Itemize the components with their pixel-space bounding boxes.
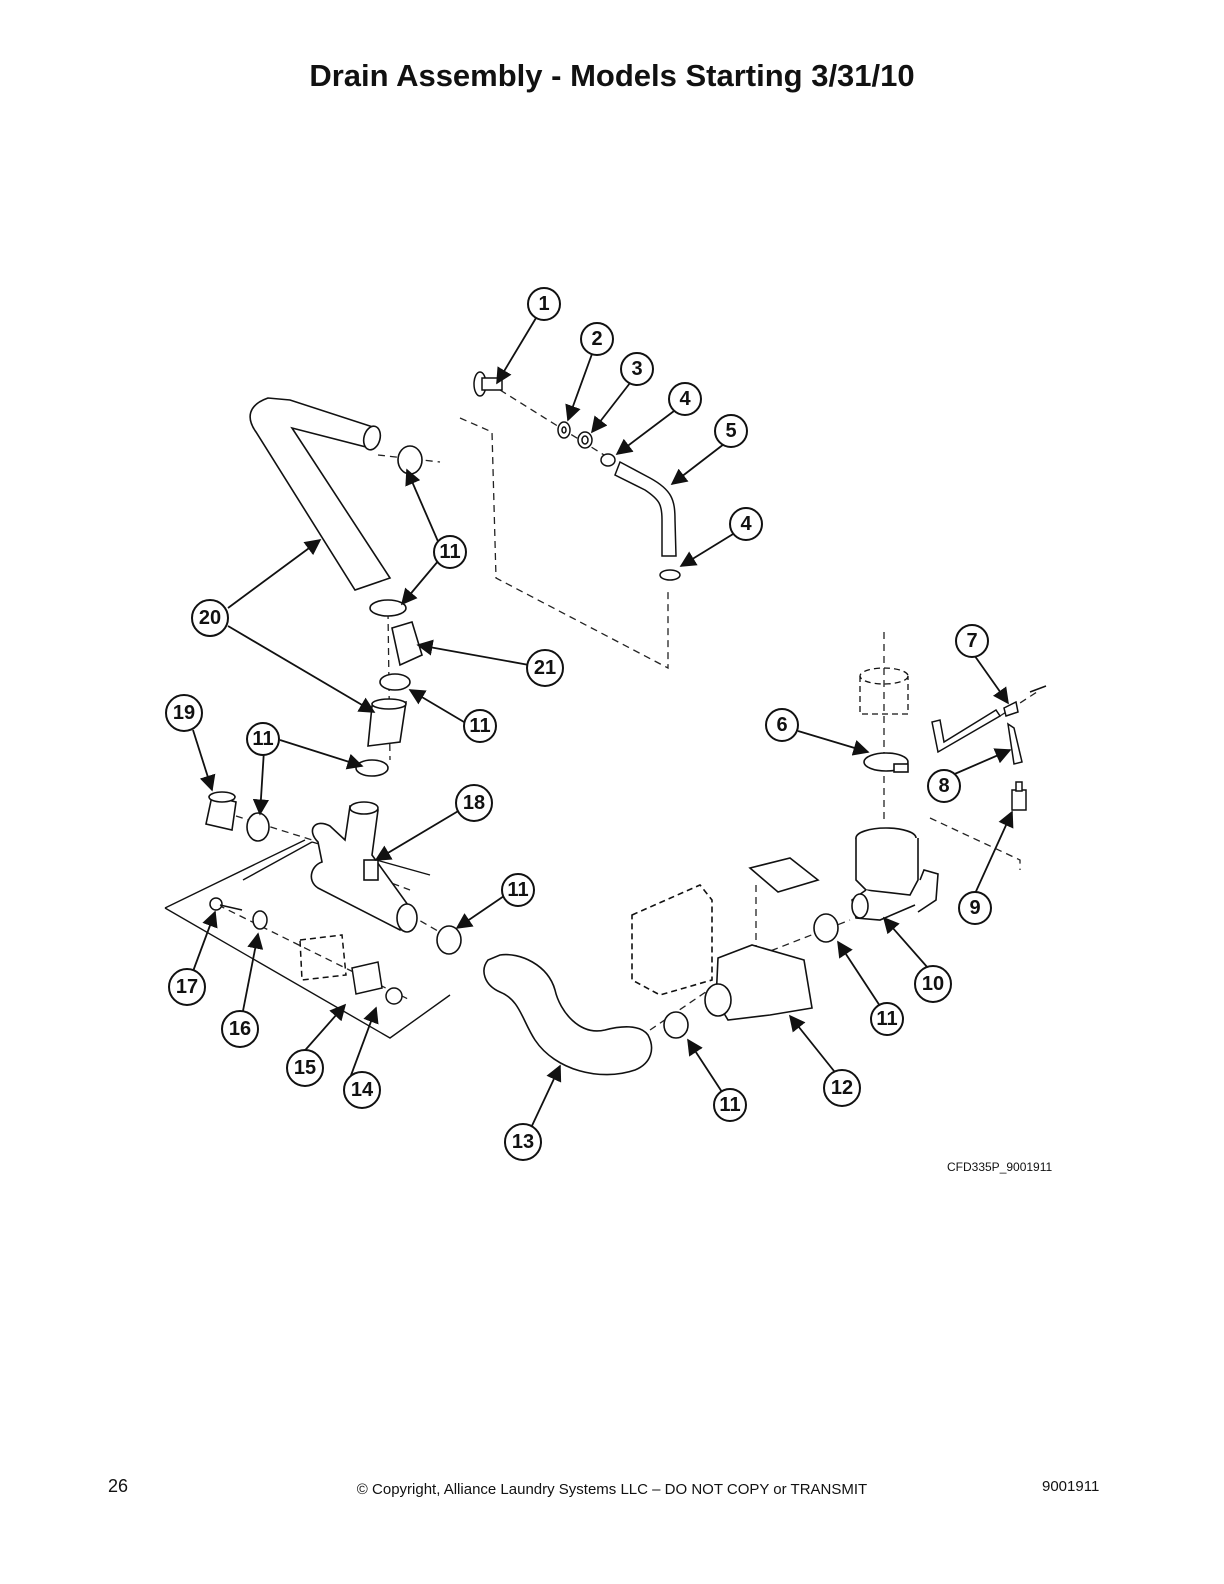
part-18-clip <box>363 859 379 881</box>
clamp-a <box>397 445 423 475</box>
callout-21: 21 <box>534 657 556 679</box>
part-21-elbow <box>391 621 423 667</box>
callout-4-lower: 4 <box>740 513 752 535</box>
callout-2: 2 <box>591 328 602 350</box>
callout-11-a: 11 <box>439 541 460 563</box>
callout-8: 8 <box>938 775 949 797</box>
callout-13: 13 <box>512 1131 534 1153</box>
part-10-pump-housing <box>851 827 939 921</box>
clamp-g <box>663 1011 689 1039</box>
part-3-grommet <box>577 431 593 449</box>
callout-5: 5 <box>725 420 736 442</box>
callout-4-upper: 4 <box>679 388 691 410</box>
callout-1: 1 <box>538 293 549 315</box>
callout-circles <box>165 287 992 1161</box>
part-1-screw <box>473 371 503 397</box>
panel-edge-bottom <box>164 907 451 1039</box>
callout-labels: 1 2 3 4 5 4 6 7 8 9 10 11 11 11 11 11 11… <box>173 293 981 1153</box>
page-title: Drain Assembly - Models Starting 3/31/10 <box>309 58 915 93</box>
part-13-drain-hose <box>483 953 653 1076</box>
callout-12: 12 <box>831 1077 853 1099</box>
bracket-panel-outlines <box>164 839 451 1039</box>
part-7-connector <box>1003 685 1047 717</box>
callout-6: 6 <box>776 714 787 736</box>
callout-7: 7 <box>966 630 977 652</box>
part-11-clamps <box>246 445 839 1039</box>
figure-code: CFD335P_9001911 <box>947 1160 1053 1174</box>
part-16-washer <box>252 910 268 930</box>
dashed-sump-outline <box>859 667 909 715</box>
assembly-guide-lines <box>217 389 1041 1031</box>
tee-fitting <box>310 801 418 933</box>
callout-11-e: 11 <box>876 1008 897 1030</box>
copyright-notice: © Copyright, Alliance Laundry Systems LL… <box>356 1481 868 1498</box>
callout-leader-arrows <box>191 317 1014 1131</box>
callout-17: 17 <box>176 976 198 998</box>
part-20-drain-hose <box>249 397 392 591</box>
part-19-cap <box>205 791 237 831</box>
part-15-bracket <box>299 934 383 995</box>
callout-15: 15 <box>294 1057 316 1079</box>
callout-20: 20 <box>199 607 221 629</box>
part-9-vent-cap <box>1011 781 1027 811</box>
part-12-drain-valve <box>631 857 820 1021</box>
part-17-screw <box>209 897 243 911</box>
document-number: 9001911 <box>1042 1478 1100 1495</box>
callout-19: 19 <box>173 702 195 724</box>
part-5-bent-tube <box>614 460 677 557</box>
clamp-f <box>436 925 462 955</box>
part-6-clamp <box>863 752 909 773</box>
clamp-e <box>246 812 270 842</box>
callout-11-c: 11 <box>252 728 273 750</box>
clamp-b <box>369 599 407 617</box>
part-20-pipe-section <box>367 698 407 747</box>
callout-11-f: 11 <box>719 1094 740 1116</box>
clamp-d <box>355 759 389 777</box>
clamp-c <box>379 673 411 691</box>
callout-3: 3 <box>631 358 642 380</box>
callout-14: 14 <box>351 1079 374 1101</box>
callout-16: 16 <box>229 1018 251 1040</box>
part-4-clamp-lower <box>659 569 681 581</box>
callout-18: 18 <box>463 792 485 814</box>
callout-10: 10 <box>922 973 944 995</box>
part-8-vent-hose <box>931 708 1023 765</box>
part-4-clamp-upper <box>600 453 616 467</box>
callout-9: 9 <box>969 897 980 919</box>
part-2-washer <box>557 421 571 439</box>
callout-11-d: 11 <box>507 879 528 901</box>
page-number: 26 <box>108 1476 129 1496</box>
panel-edge-left <box>164 839 306 909</box>
callout-11-b: 11 <box>469 715 490 737</box>
clamp-h <box>813 913 839 943</box>
part-14-nut <box>385 987 403 1005</box>
